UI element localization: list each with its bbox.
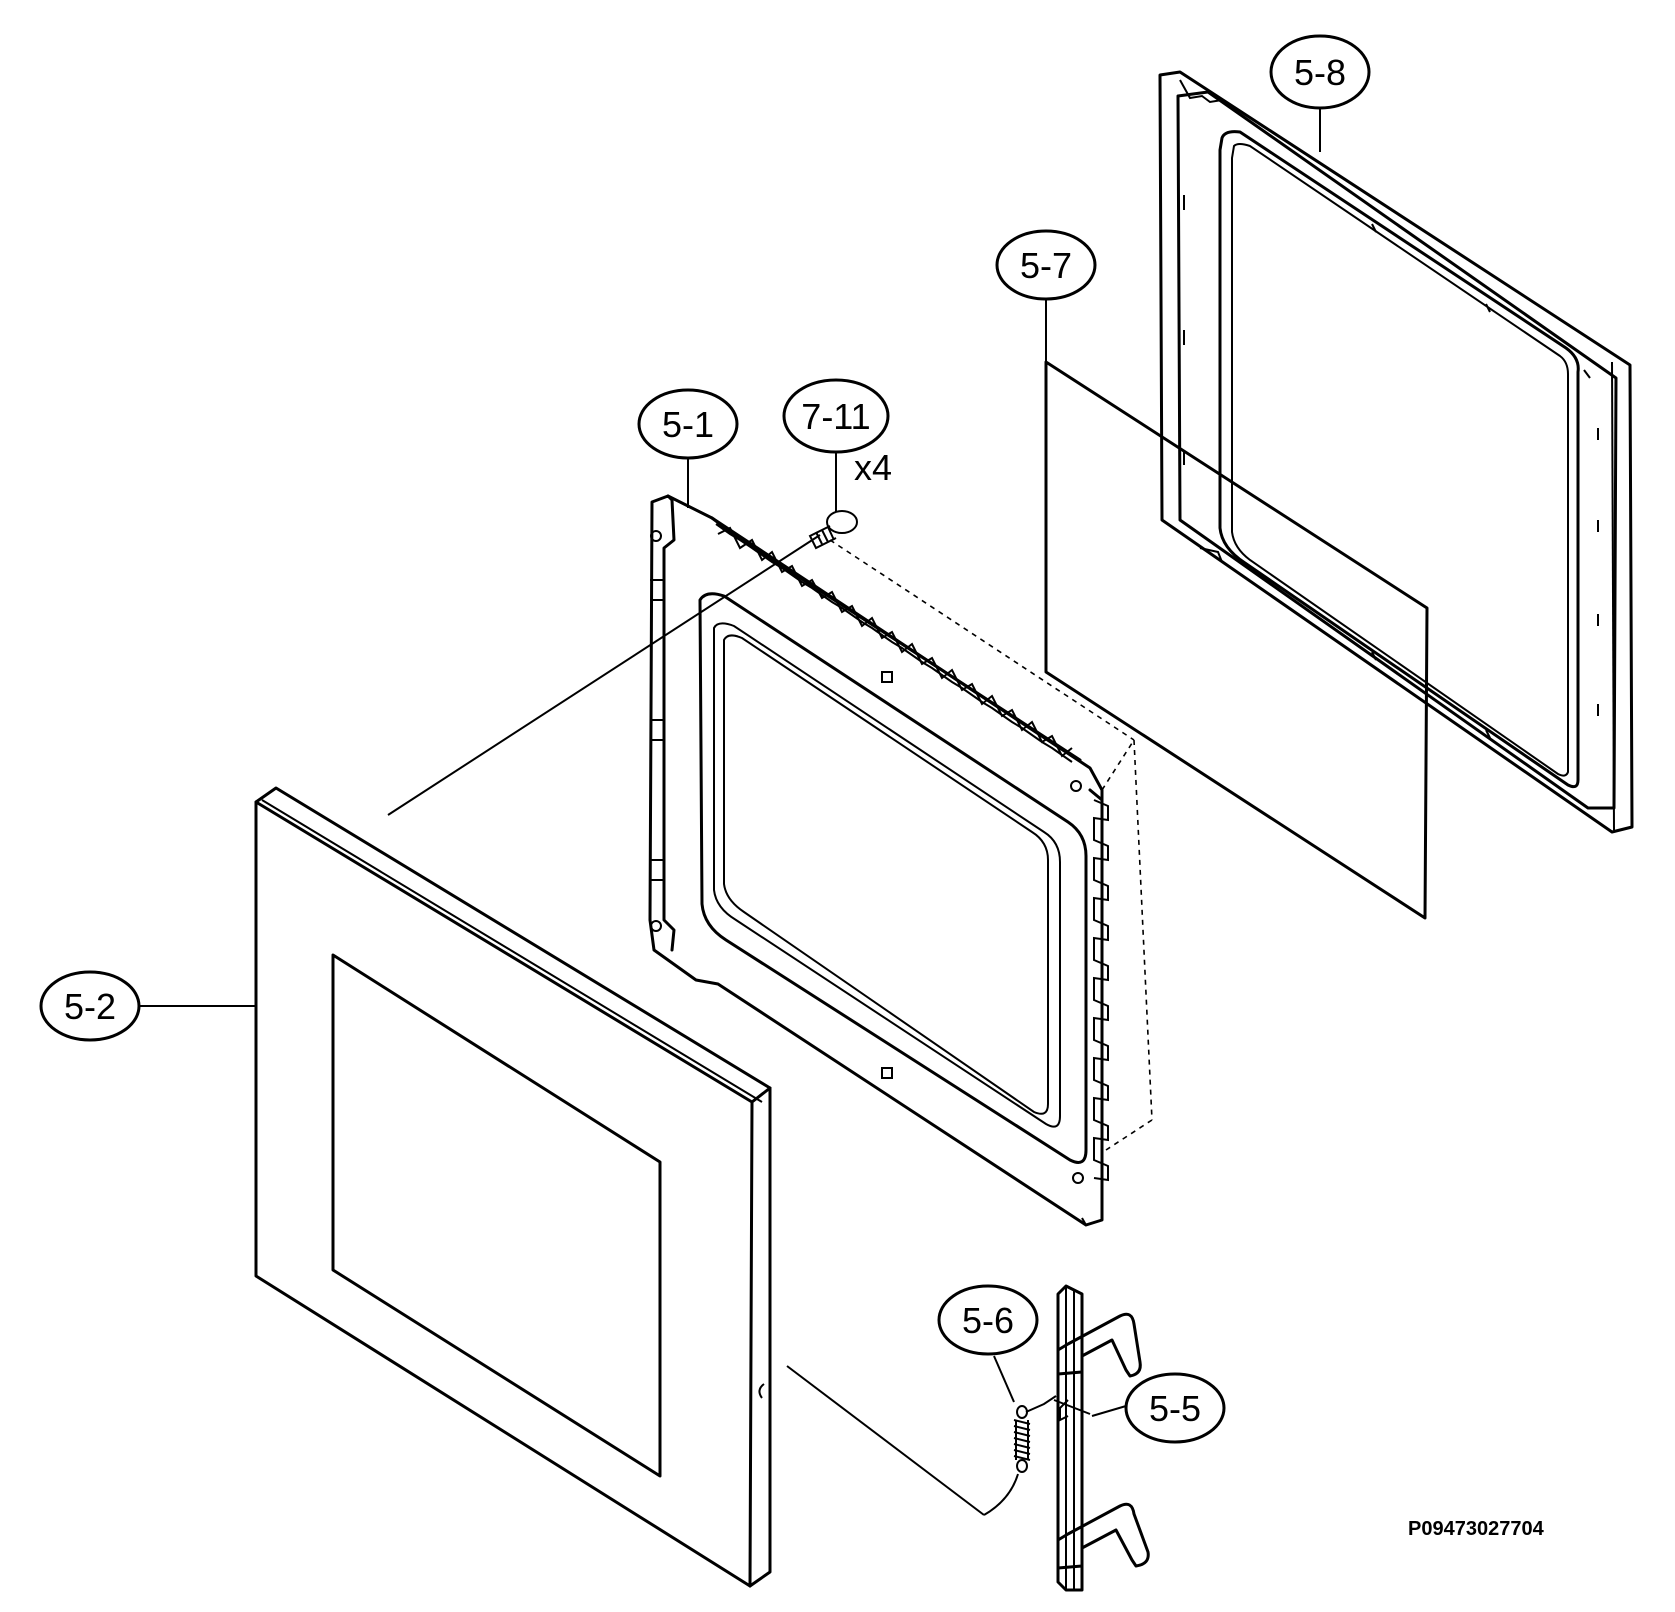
dashed-guides [829, 539, 1153, 1151]
part-5-2-panel [254, 786, 772, 1588]
callout-label-5-2: 5-2 [64, 986, 116, 1027]
callout-5-2: 5-2 [39, 970, 141, 1042]
part-7-11-screw [808, 510, 858, 550]
part-5-8-frame [1158, 70, 1634, 834]
callout-label-5-1: 5-1 [662, 404, 714, 445]
callout-5-5: 5-5 [1124, 1372, 1226, 1444]
callout-label-5-6: 5-6 [962, 1300, 1014, 1341]
callout-label-5-7: 5-7 [1020, 245, 1072, 286]
part-5-5-latch [1056, 1284, 1150, 1592]
callout-label-7-11: 7-11 [801, 396, 870, 437]
leader-lines [138, 108, 1321, 1516]
callout-5-8: 5-8 [1269, 34, 1371, 110]
callout-5-1: 5-1 [637, 388, 739, 460]
drawing-code: P09473027704 [1408, 1518, 1545, 1540]
callout-label-5-8: 5-8 [1294, 52, 1346, 93]
callout-7-11: 7-11 [782, 378, 890, 454]
callout-label-5-5: 5-5 [1149, 1388, 1201, 1429]
part-5-1-frame [648, 494, 1109, 1227]
callout-5-6: 5-6 [937, 1284, 1039, 1356]
quantity-label-7-11: x4 [854, 447, 892, 488]
part-5-6-spring [1013, 1395, 1057, 1473]
callout-5-7: 5-7 [995, 229, 1097, 301]
part-5-7-sheet [1044, 360, 1429, 920]
